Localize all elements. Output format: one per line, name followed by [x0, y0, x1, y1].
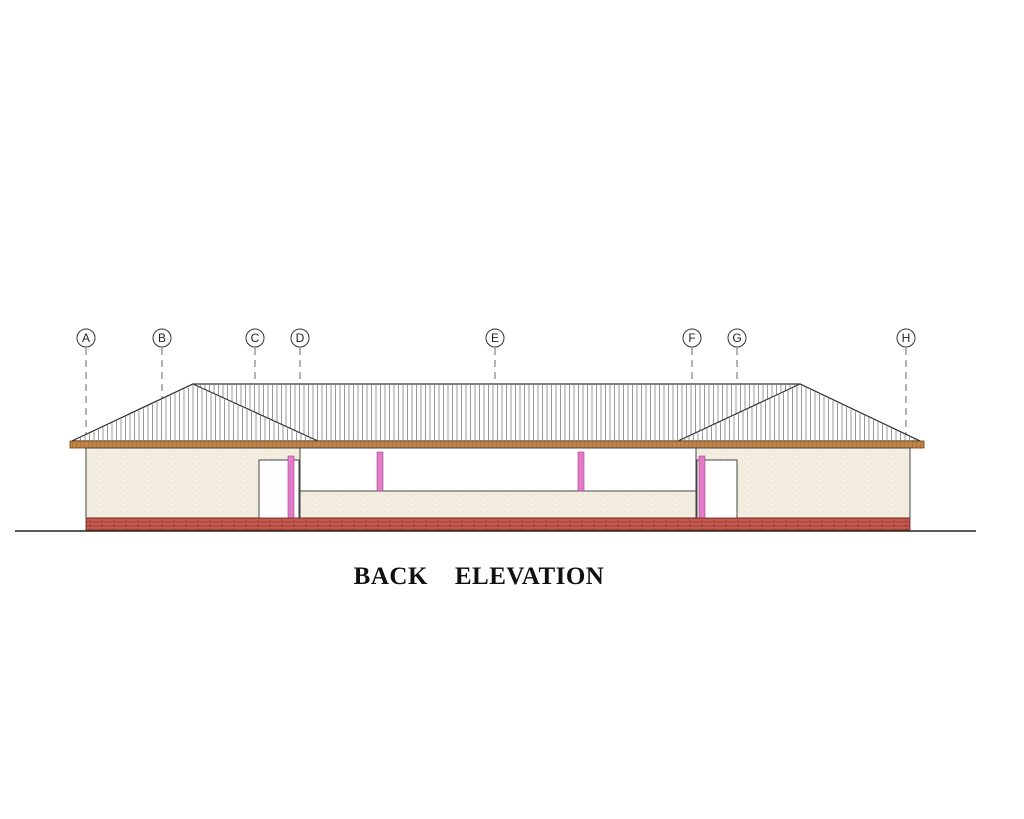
grid-bubble [896, 328, 916, 348]
grid-bubble [682, 328, 702, 348]
grid-label: B [158, 331, 166, 345]
grid-bubble [152, 328, 172, 348]
grid-bubble [245, 328, 265, 348]
grid-label: E [491, 331, 499, 345]
courtyard-opening [299, 447, 697, 492]
grid-markers: A B C D E F G H [76, 328, 916, 440]
brick-plinth [85, 517, 911, 531]
column [376, 451, 384, 492]
grid-bubble [485, 328, 505, 348]
grid-label: F [688, 331, 695, 345]
grid-label: A [82, 331, 90, 345]
roof [71, 383, 921, 442]
grid-bubble [76, 328, 96, 348]
courtyard-low-wall [299, 490, 697, 519]
grid-label: D [296, 331, 305, 345]
grid-label: G [732, 331, 741, 345]
grid-marker-a: A [76, 328, 96, 440]
column [577, 451, 585, 492]
column [698, 455, 706, 523]
roof-left-hip-sheeting [75, 385, 315, 441]
column [287, 455, 295, 523]
grid-label: C [251, 331, 260, 345]
grid-bubble [727, 328, 747, 348]
fascia-board [69, 440, 925, 449]
grid-label: H [902, 331, 911, 345]
grid-bubble [290, 328, 310, 348]
drawing-title: BACK ELEVATION [354, 563, 605, 590]
grid-marker-h: H [896, 328, 916, 440]
roof-right-hip-sheeting [684, 385, 915, 440]
